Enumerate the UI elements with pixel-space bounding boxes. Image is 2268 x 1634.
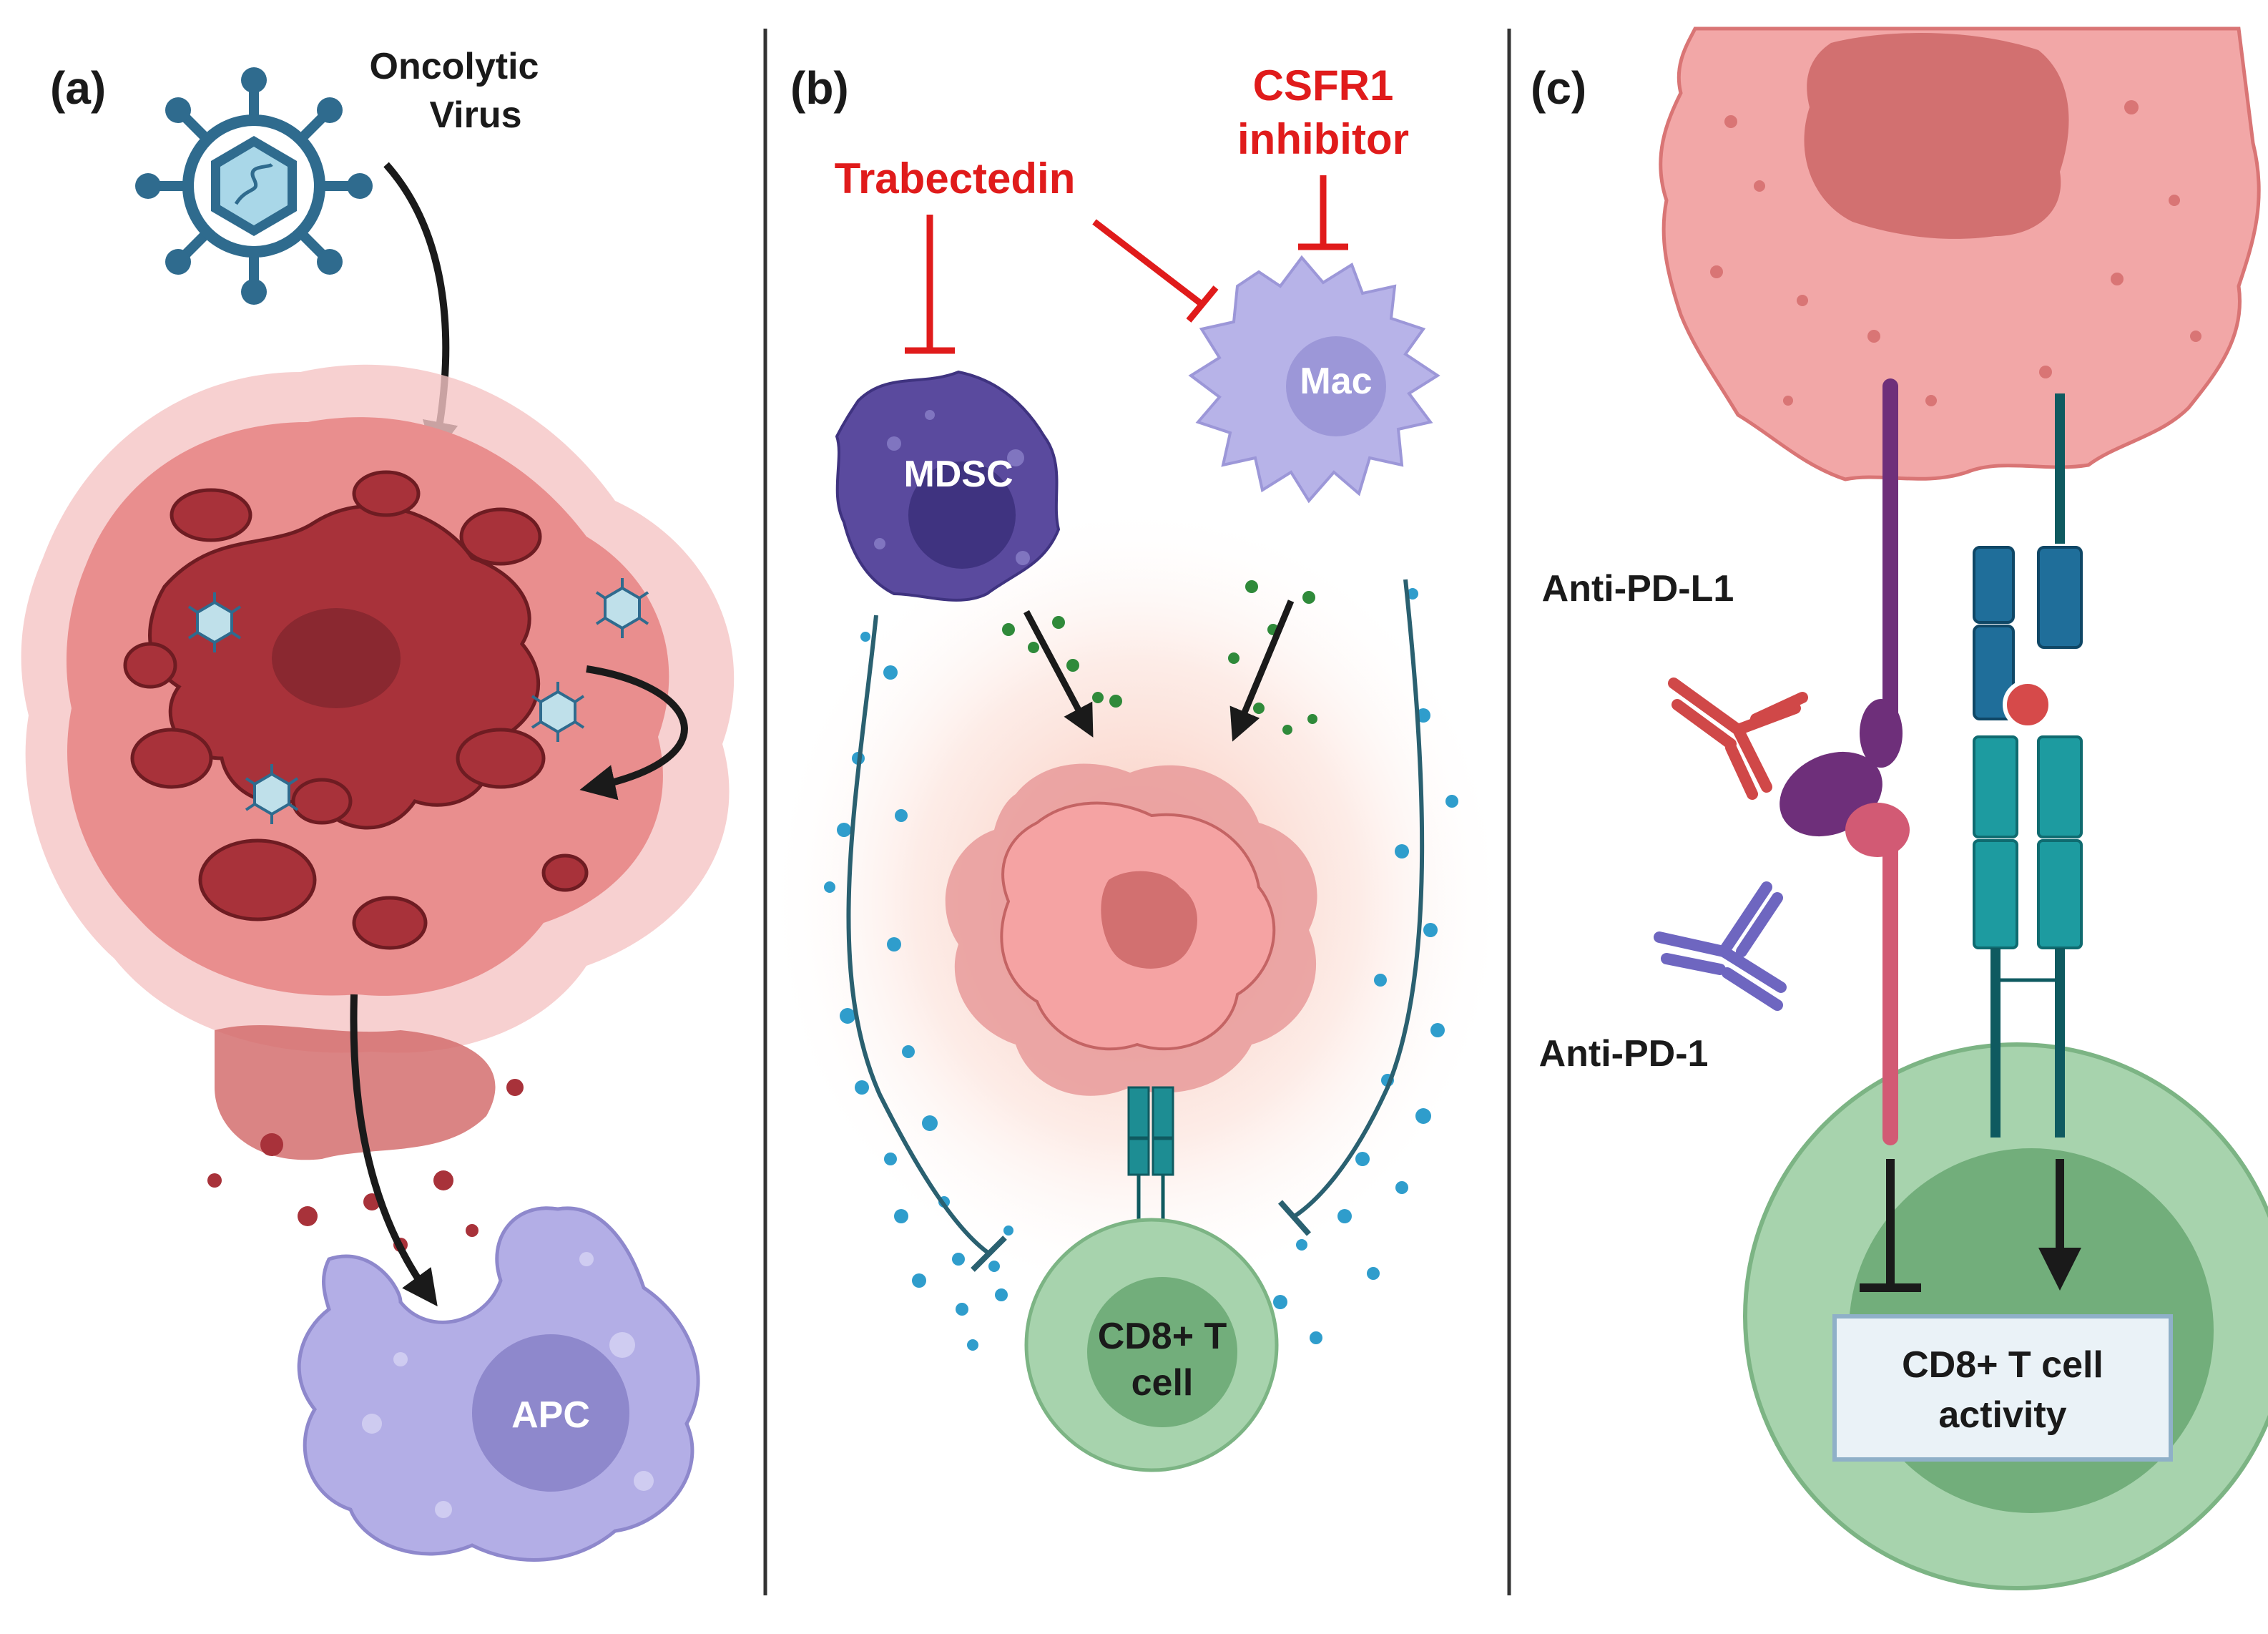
anti-pd-l1-antibody-icon — [1668, 677, 1808, 800]
tcell-b-label-line2: cell — [1131, 1362, 1194, 1404]
tcell-b-label-line1: CD8+ T — [1098, 1316, 1227, 1357]
mdsc-cell: MDSC — [835, 370, 1061, 602]
oncolytic-virus-label-line1: Oncolytic — [370, 46, 539, 87]
oncolytic-virus-icon — [135, 67, 373, 305]
anti-pd-1-antibody-icon — [1654, 881, 1787, 1011]
tumor-cell-c — [1659, 26, 2261, 481]
csfr1-inhibitor-label-line1: CSFR1 — [1253, 62, 1394, 109]
arrow-mdsc-to-tumor — [1023, 610, 1094, 738]
apc-cell: APC — [297, 1206, 700, 1562]
oncolytic-virus-label-line2: Virus — [429, 94, 521, 136]
pd-1-receptor — [1845, 803, 1910, 1145]
suppression-line-left — [846, 615, 988, 1254]
tumor-mass — [21, 364, 735, 1252]
mdsc-label: MDSC — [903, 454, 1013, 495]
arrow-antigen-to-apc — [350, 994, 438, 1307]
panel-b: (b) Trabectedin CSFR1 inhibitor MDSC — [765, 62, 1509, 1472]
trabectedin-label: Trabectedin — [835, 155, 1076, 202]
anti-pd-1-label: Anti-PD-1 — [1539, 1033, 1709, 1075]
activity-label-line2: activity — [1938, 1394, 2066, 1436]
tumor-cell-b — [945, 763, 1317, 1096]
panel-c-letter: (c) — [1531, 62, 1586, 114]
panel-c: (c) — [1531, 26, 2268, 1590]
cd8-t-cell-b: CD8+ T cell — [1024, 1218, 1279, 1472]
arrow-mac-to-tumor — [1229, 600, 1295, 742]
activity-label-line1: CD8+ T cell — [1902, 1344, 2103, 1386]
macrophage-cell: Mac — [1188, 255, 1440, 504]
arrow-virus-spread — [579, 665, 688, 801]
mhc-tcr-complex — [1973, 393, 2083, 1138]
cytokine-dots — [1002, 580, 1317, 735]
suppression-line-right — [1293, 579, 1425, 1218]
panel-a-letter: (a) — [50, 62, 106, 114]
cd8-activity-box: CD8+ T cell activity — [1832, 1314, 2173, 1462]
inhibition-bars — [905, 175, 1348, 354]
panel-b-letter: (b) — [790, 62, 849, 114]
chemokine-dots — [824, 588, 1458, 1351]
tcr-receptor-b — [1127, 1086, 1174, 1238]
panel-a: (a) Oncolytic Virus — [21, 46, 735, 1562]
apc-label: APC — [511, 1394, 590, 1436]
anti-pd-l1-label: Anti-PD-L1 — [1542, 568, 1734, 610]
mac-label: Mac — [1300, 361, 1372, 402]
csfr1-inhibitor-label-line2: inhibitor — [1237, 115, 1409, 163]
